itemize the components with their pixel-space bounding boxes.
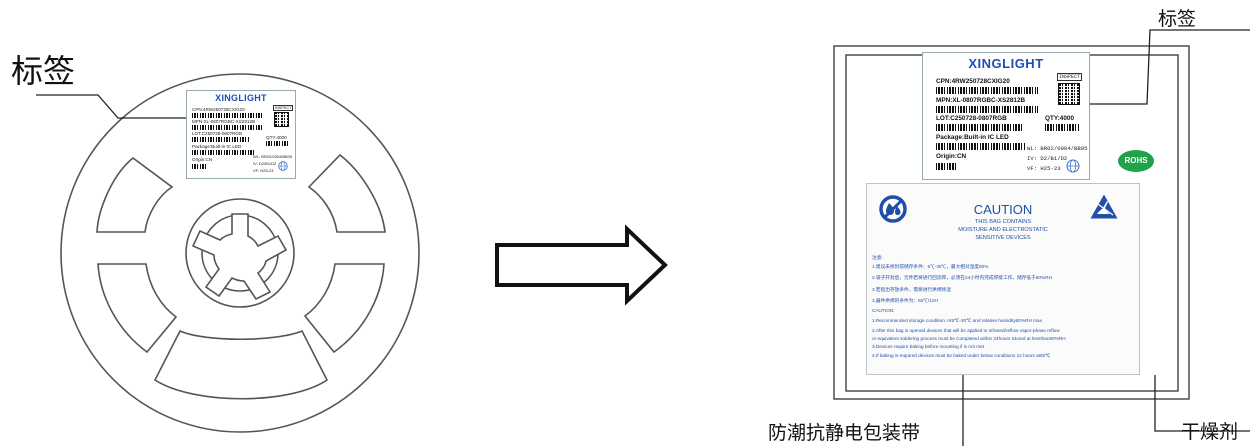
bag-label-callout: 标签 [1158,8,1197,30]
caution-line: 1.建议未拆封前储存条件：5℃-30℃，最大相对湿度60% [872,264,989,269]
reel-callout-label: 标签 [11,52,76,90]
bag-label-mpn: MPN:XL-0807RGBC-XS2812B [936,97,1026,104]
reel-hub-spokes [191,213,288,301]
reel-product-label: XINGLIGHT CPN:4RW250728CXIG20 MPN:XL-080… [186,90,296,179]
reel-window-top-right [307,153,386,233]
esd-warning-icon [1090,194,1118,219]
caution-line: 3.器件烘烤的条件为：60℃/12H [872,298,938,303]
reel-callout-line [36,94,190,119]
bag-label-barcode-qty [1045,124,1079,131]
bag-label-callout-line [1087,29,1250,105]
no-moisture-icon [879,195,907,223]
reel-window-top-left [96,156,174,233]
caution-line: 3.若超出存放条件，需要进行烘烤除湿 [872,287,951,292]
caution-line: 2.After this bag is opened devices that … [872,328,1060,333]
bag-product-label: XINGLIGHT CPN:4RW250728CXIG20 MPN:XL-080… [922,52,1090,180]
reel-label-barcode-qty [266,141,290,146]
desiccant-callout-line [1154,375,1250,432]
bag-label-barcode-4 [936,143,1026,150]
reel-label-barcode-2 [192,125,262,130]
bag-label-barcode-5 [936,163,956,170]
reel-label-lot: LOT:C250728-0807RGB [192,131,243,136]
caution-line: 3.Devices require baking before mounting… [872,344,985,349]
bag-label-qr-icon [1058,83,1080,105]
reel-label-mpn: MPN:XL-0807RGBC-XS2812B [192,119,256,124]
reel-label-qr-icon [274,112,289,127]
bag-label-qty: QTY:4000 [1045,115,1075,122]
reel-label-globe-icon [278,161,288,171]
reel-window-bottom-right [303,263,385,354]
bag-label-package: Package:Built-in IC LED [936,134,1009,141]
caution-line: 1.Recommended storage condition: At5℃-30… [872,318,1042,323]
bag-label-vf: VF: H25-23 [1027,165,1061,172]
caution-sub-3: SENSITIVE DEVICES [975,235,1031,241]
caution-sub-2: MOISTURE AND ELECTROSTATIC [958,227,1048,233]
rohs-badge: ROHS [1118,150,1154,172]
reel-label-qty: QTY:4000 [266,135,287,140]
reel-label-wl: WL: BR02/0004/BB05 [253,154,293,159]
bag-label-inspect: INSPECT [1057,73,1083,81]
reel-label-origin: Origin:CN [192,157,213,162]
arrow-icon [495,224,668,306]
bag-label-wl: WL: BR02/0004/BB05 [1027,145,1088,152]
bag-label-iv: IV: D2/B1/D2 [1027,155,1068,162]
caution-line: 注意: [872,255,883,260]
reel-window-bottom-left [97,263,178,354]
reel-label-vf: VF: H25-23 [253,168,274,173]
reel-label-iv: IV: D2/B1/D2 [253,161,277,166]
bag-label-barcode-3 [936,124,1022,131]
bag-label-brand: XINGLIGHT [968,56,1044,71]
reel-label-brand: XINGLIGHT [215,93,267,103]
reel-label-cpn: CPN:4RW250728CXIG20 [192,107,245,112]
bag-label-lot: LOT:C250728-0807RGB [936,115,1007,122]
caution-panel: CAUTION THIS BAG CONTAINS MOISTURE AND E… [866,183,1140,375]
bag-callout: 防潮抗静电包装带 [768,422,921,444]
reel [60,73,420,433]
reel-label-inspect: INSPECT [273,105,294,111]
bag-label-barcode-2 [936,106,1038,113]
reel-label-barcode-4 [192,150,254,155]
caution-line: 2.袋子开封后，元件若将进行回流焊，必须在24小时内完成焊接工作，储存低于60%… [872,275,1052,280]
bag-label-cpn: CPN:4RW250728CXIG20 [936,78,1010,85]
bag-label-barcode-1 [936,87,1038,94]
reel-label-barcode-3 [192,137,250,142]
bag-label-origin: Origin:CN [936,153,967,160]
reel-label-barcode-5 [192,164,206,169]
reel-label-barcode-1 [192,113,262,118]
reel-label-package: Package:Built-in IC LED [192,144,242,149]
desiccant-callout: 干燥剂 [1181,421,1239,443]
caution-line: or equivalent soldering process must be … [872,336,1066,341]
caution-line: CAUTION: [872,308,895,313]
caution-line: 4.If baking is required devices must be … [872,353,1051,358]
caution-sub-1: THIS BAG CONTAINS [974,219,1032,225]
reel-window-bottom [153,329,329,400]
bag-label-globe-icon [1066,159,1080,173]
caution-title: CAUTION [973,202,1033,217]
